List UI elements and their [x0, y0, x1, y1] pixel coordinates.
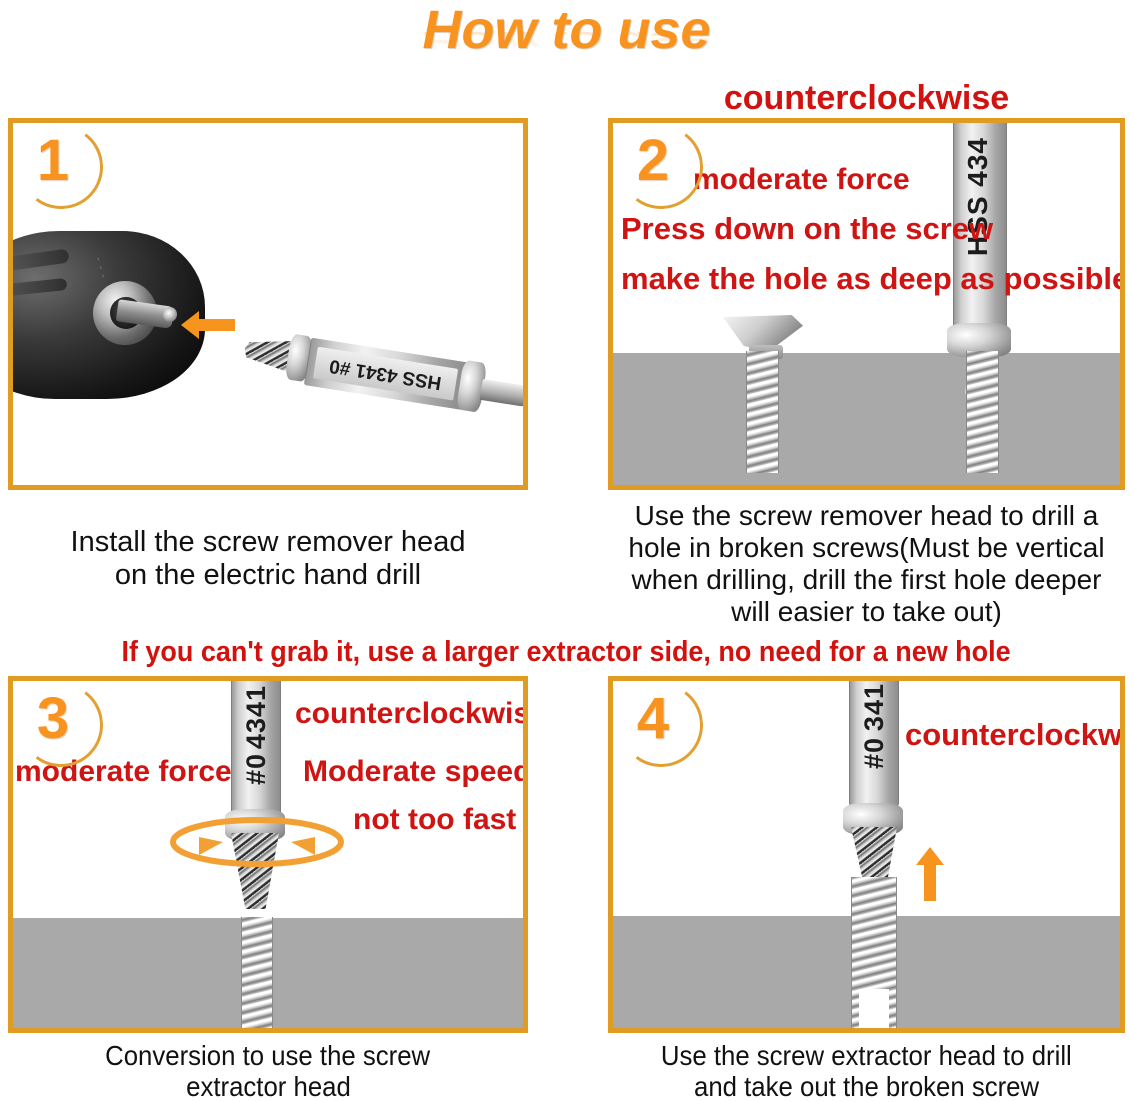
substrate-block	[613, 353, 1120, 485]
note-press-down: Press down on the screw	[621, 211, 994, 246]
broken-screw-in-substrate	[241, 917, 273, 1028]
caption-line: Use the screw extractor head to drill	[661, 1040, 1072, 1071]
extractor-bit-shaft	[231, 681, 281, 817]
broken-screw-shank-right	[966, 351, 999, 473]
step-badge-3: 3	[13, 681, 109, 773]
caption-line: Install the screw remover head	[70, 526, 466, 558]
title-block: How to use How to use	[0, 0, 1133, 96]
caption-line: Conversion to use the screw	[105, 1040, 431, 1071]
step-badge-1: 1	[13, 123, 109, 215]
step-number: 2	[636, 128, 670, 193]
caption-line: on the electric hand drill	[114, 559, 422, 591]
bit-label-line2: #0	[859, 737, 889, 770]
caption-line: and take out the broken screw	[693, 1071, 1040, 1102]
broken-screw-shank-left	[746, 351, 779, 473]
page-title: How to use	[422, 0, 711, 60]
step-number: 1	[36, 128, 70, 193]
step-badge-4: 4	[613, 681, 709, 773]
caption-line: hole in broken screws(Must be vertical	[628, 532, 1105, 563]
orange-up-arrow-icon	[916, 847, 944, 901]
banner-counterclockwise: counterclockwise	[723, 79, 1010, 117]
step-number: 3	[36, 686, 70, 751]
bit-label-line2: #0	[241, 753, 271, 786]
note-counterclockwise: counterclockwise	[905, 717, 1123, 752]
orange-left-arrow-icon	[181, 311, 235, 339]
banner-text: If you can't grab it, use a larger extra…	[121, 636, 1012, 668]
step-panel-4: 341 #0 counterclockwise 4	[608, 676, 1125, 1033]
step-number: 4	[636, 686, 670, 751]
caption-line: extractor head	[185, 1071, 351, 1102]
caption-step-2: Use the screw remover head to drill a ho…	[600, 500, 1133, 628]
caption-step-4: Use the screw extractor head to drill an…	[600, 1040, 1133, 1102]
caption-line: when drilling, drill the first hole deep…	[631, 564, 1102, 595]
extractor-bit-shaft	[953, 123, 1007, 335]
page-title-reflection: How to use	[422, 25, 711, 58]
note-moderate-force: moderate force	[15, 755, 232, 788]
step-badge-2: 2	[613, 123, 709, 215]
note-moderate-speed: Moderate speed	[303, 755, 528, 788]
bit-label-line1: 4341	[241, 685, 271, 750]
extractor-bit-assembly: HSS 4341 #0	[232, 314, 523, 477]
caption-line: Use the screw remover head to drill a	[634, 500, 1099, 531]
step-panel-3: 4341 #0 counterclockwise moderate force …	[8, 676, 528, 1033]
step-panel-1: - - - HSS 4341 #0 1	[8, 118, 528, 490]
banner-larger-extractor-tip: If you can't grab it, use a larger extra…	[0, 636, 1133, 668]
bit-driver-tip	[479, 378, 523, 408]
note-not-too-fast: not too fast	[353, 803, 517, 836]
screw-hole-void	[859, 989, 889, 1028]
note-moderate-force: moderate force	[693, 163, 910, 196]
bit-label-line1: 341	[859, 683, 889, 732]
caption-step-3: Conversion to use the screw extractor he…	[8, 1040, 528, 1102]
rotation-arrows-icon	[170, 817, 344, 867]
note-counterclockwise: counterclockwise	[295, 697, 528, 730]
extractor-bit-shaft	[849, 681, 899, 807]
note-deep-hole: make the hole as deep as possible	[621, 261, 1125, 296]
step-panel-2: HSS 434 moderate force Press down on the…	[608, 118, 1125, 490]
caption-step-1: Install the screw remover head on the el…	[8, 526, 528, 592]
caption-line: will easier to take out)	[731, 596, 1002, 627]
